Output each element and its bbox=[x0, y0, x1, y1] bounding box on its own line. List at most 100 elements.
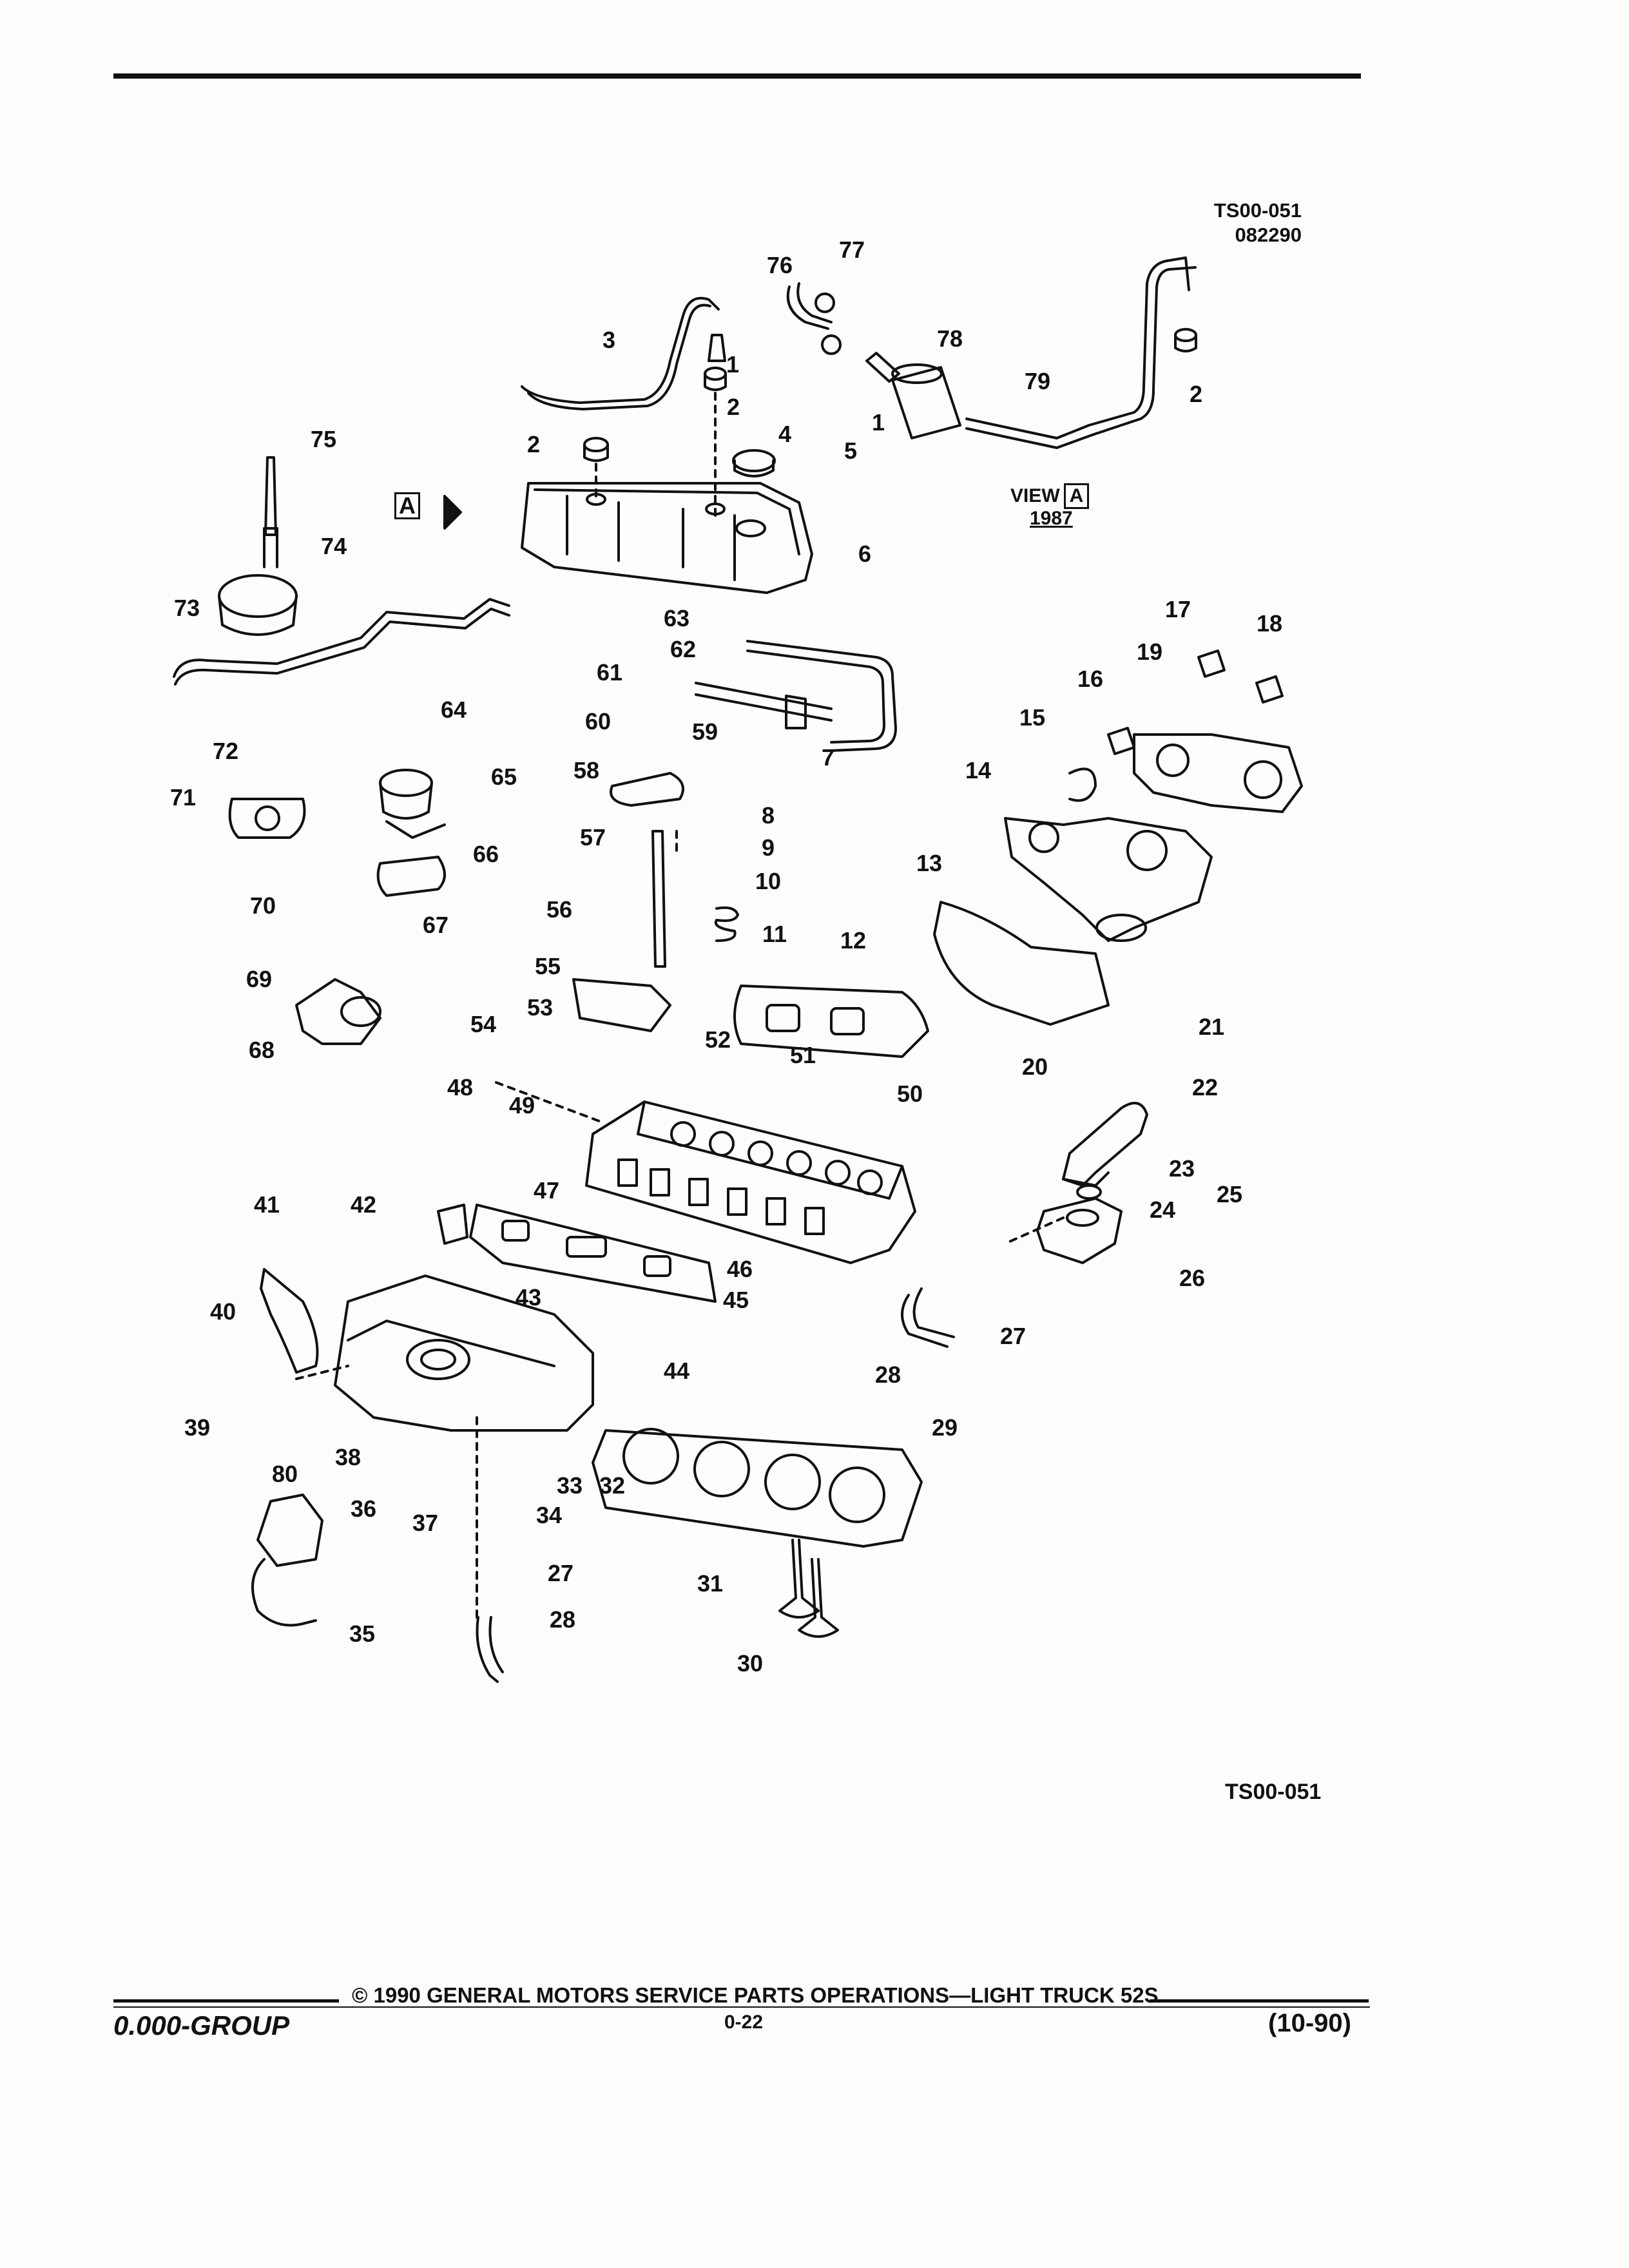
callout-69: 69 bbox=[246, 966, 273, 992]
footer-rule-thin bbox=[113, 2006, 1370, 2008]
callout-61: 61 bbox=[597, 659, 623, 686]
callout-11: 11 bbox=[762, 921, 787, 947]
callout-13: 13 bbox=[916, 850, 943, 876]
callout-46: 46 bbox=[727, 1256, 753, 1282]
callout-53: 53 bbox=[527, 994, 554, 1021]
callout-71: 71 bbox=[170, 784, 197, 811]
callout-78: 78 bbox=[937, 325, 963, 352]
callout-2: 2 bbox=[727, 394, 740, 420]
callout-28: 28 bbox=[550, 1606, 576, 1633]
callout-27: 27 bbox=[1000, 1323, 1027, 1349]
footer-group: 0.000-GROUP bbox=[113, 2010, 290, 2041]
callout-49: 49 bbox=[509, 1092, 535, 1119]
callout-14: 14 bbox=[965, 757, 992, 783]
intake-manifold-drawing bbox=[334, 1274, 594, 1432]
callout-64: 64 bbox=[441, 697, 467, 723]
callout-33: 33 bbox=[557, 1472, 583, 1499]
footer-date: (10-90) bbox=[1268, 2009, 1351, 2037]
callout-31: 31 bbox=[697, 1570, 724, 1597]
callout-30: 30 bbox=[737, 1650, 764, 1677]
callout-48: 48 bbox=[447, 1074, 474, 1100]
view-arrow-letter: A bbox=[394, 492, 420, 519]
callout-77: 77 bbox=[839, 236, 865, 263]
callout-1: 1 bbox=[872, 409, 885, 436]
footer-copyright: © 1990 GENERAL MOTORS SERVICE PARTS OPER… bbox=[352, 1983, 1159, 2007]
callout-41: 41 bbox=[254, 1191, 280, 1218]
diagram-ref-code: TS00-051 bbox=[1213, 199, 1302, 222]
callout-65: 65 bbox=[491, 764, 517, 790]
callout-20: 20 bbox=[1022, 1053, 1048, 1080]
callout-43: 43 bbox=[516, 1284, 542, 1311]
callout-35: 35 bbox=[349, 1620, 376, 1647]
callout-15: 15 bbox=[1019, 704, 1046, 731]
callout-36: 36 bbox=[351, 1495, 377, 1522]
callout-9: 9 bbox=[762, 834, 775, 861]
callout-17: 17 bbox=[1165, 596, 1191, 622]
callout-55: 55 bbox=[535, 953, 561, 979]
callout-74: 74 bbox=[321, 533, 347, 559]
callout-6: 6 bbox=[858, 541, 872, 567]
callout-67: 67 bbox=[423, 912, 449, 938]
callout-76: 76 bbox=[767, 252, 793, 278]
callout-28: 28 bbox=[875, 1361, 901, 1388]
callout-26: 26 bbox=[1179, 1265, 1206, 1291]
callout-19: 19 bbox=[1137, 639, 1163, 665]
callout-27: 27 bbox=[548, 1560, 574, 1586]
callout-57: 57 bbox=[580, 824, 606, 850]
callout-68: 68 bbox=[249, 1037, 275, 1063]
diagram-ref-date: 082290 bbox=[1235, 224, 1302, 246]
callout-5: 5 bbox=[844, 437, 858, 464]
callout-29: 29 bbox=[932, 1414, 958, 1441]
callout-23: 23 bbox=[1169, 1155, 1195, 1182]
callout-73: 73 bbox=[174, 595, 200, 621]
callout-24: 24 bbox=[1150, 1196, 1176, 1223]
callout-22: 22 bbox=[1192, 1074, 1219, 1100]
callout-10: 10 bbox=[755, 868, 782, 894]
callout-2: 2 bbox=[527, 431, 541, 457]
oil-cap-drawing bbox=[732, 449, 776, 472]
callout-37: 37 bbox=[412, 1510, 439, 1536]
callout-54: 54 bbox=[470, 1011, 497, 1037]
valve-cover-drawing bbox=[521, 482, 813, 594]
callout-70: 70 bbox=[250, 892, 276, 919]
callout-72: 72 bbox=[213, 738, 239, 764]
callout-51: 51 bbox=[790, 1042, 816, 1068]
view-a-year: 1987 bbox=[1030, 508, 1073, 529]
callout-32: 32 bbox=[599, 1472, 626, 1499]
callout-56: 56 bbox=[546, 896, 573, 923]
callout-16: 16 bbox=[1077, 666, 1104, 692]
callout-3: 3 bbox=[602, 327, 616, 353]
callout-50: 50 bbox=[897, 1081, 923, 1107]
callout-59: 59 bbox=[692, 718, 718, 745]
callout-12: 12 bbox=[840, 927, 867, 954]
header-rule bbox=[113, 73, 1361, 79]
callout-47: 47 bbox=[534, 1177, 560, 1204]
callout-75: 75 bbox=[311, 426, 337, 452]
callout-25: 25 bbox=[1217, 1181, 1243, 1207]
callout-8: 8 bbox=[762, 802, 775, 829]
callout-44: 44 bbox=[664, 1358, 690, 1384]
footer-rule-right bbox=[1150, 1999, 1369, 2003]
callout-66: 66 bbox=[473, 841, 499, 867]
callout-58: 58 bbox=[574, 757, 600, 783]
callout-42: 42 bbox=[351, 1191, 377, 1218]
footer-page-number: 0-22 bbox=[724, 2012, 764, 2033]
callout-18: 18 bbox=[1257, 610, 1283, 637]
callout-38: 38 bbox=[335, 1444, 361, 1470]
callout-39: 39 bbox=[184, 1414, 211, 1441]
callout-52: 52 bbox=[705, 1026, 731, 1053]
head-gasket-drawing bbox=[592, 1428, 923, 1548]
callout-7: 7 bbox=[822, 744, 835, 771]
callout-80: 80 bbox=[272, 1461, 298, 1487]
view-label-text: VIEW bbox=[1010, 485, 1060, 506]
callout-4: 4 bbox=[778, 421, 792, 447]
view-letter-box: A bbox=[1063, 483, 1090, 509]
callout-40: 40 bbox=[210, 1298, 236, 1325]
callout-79: 79 bbox=[1025, 368, 1051, 394]
callout-45: 45 bbox=[723, 1287, 749, 1313]
callout-60: 60 bbox=[585, 708, 612, 735]
callout-2: 2 bbox=[1190, 381, 1203, 407]
